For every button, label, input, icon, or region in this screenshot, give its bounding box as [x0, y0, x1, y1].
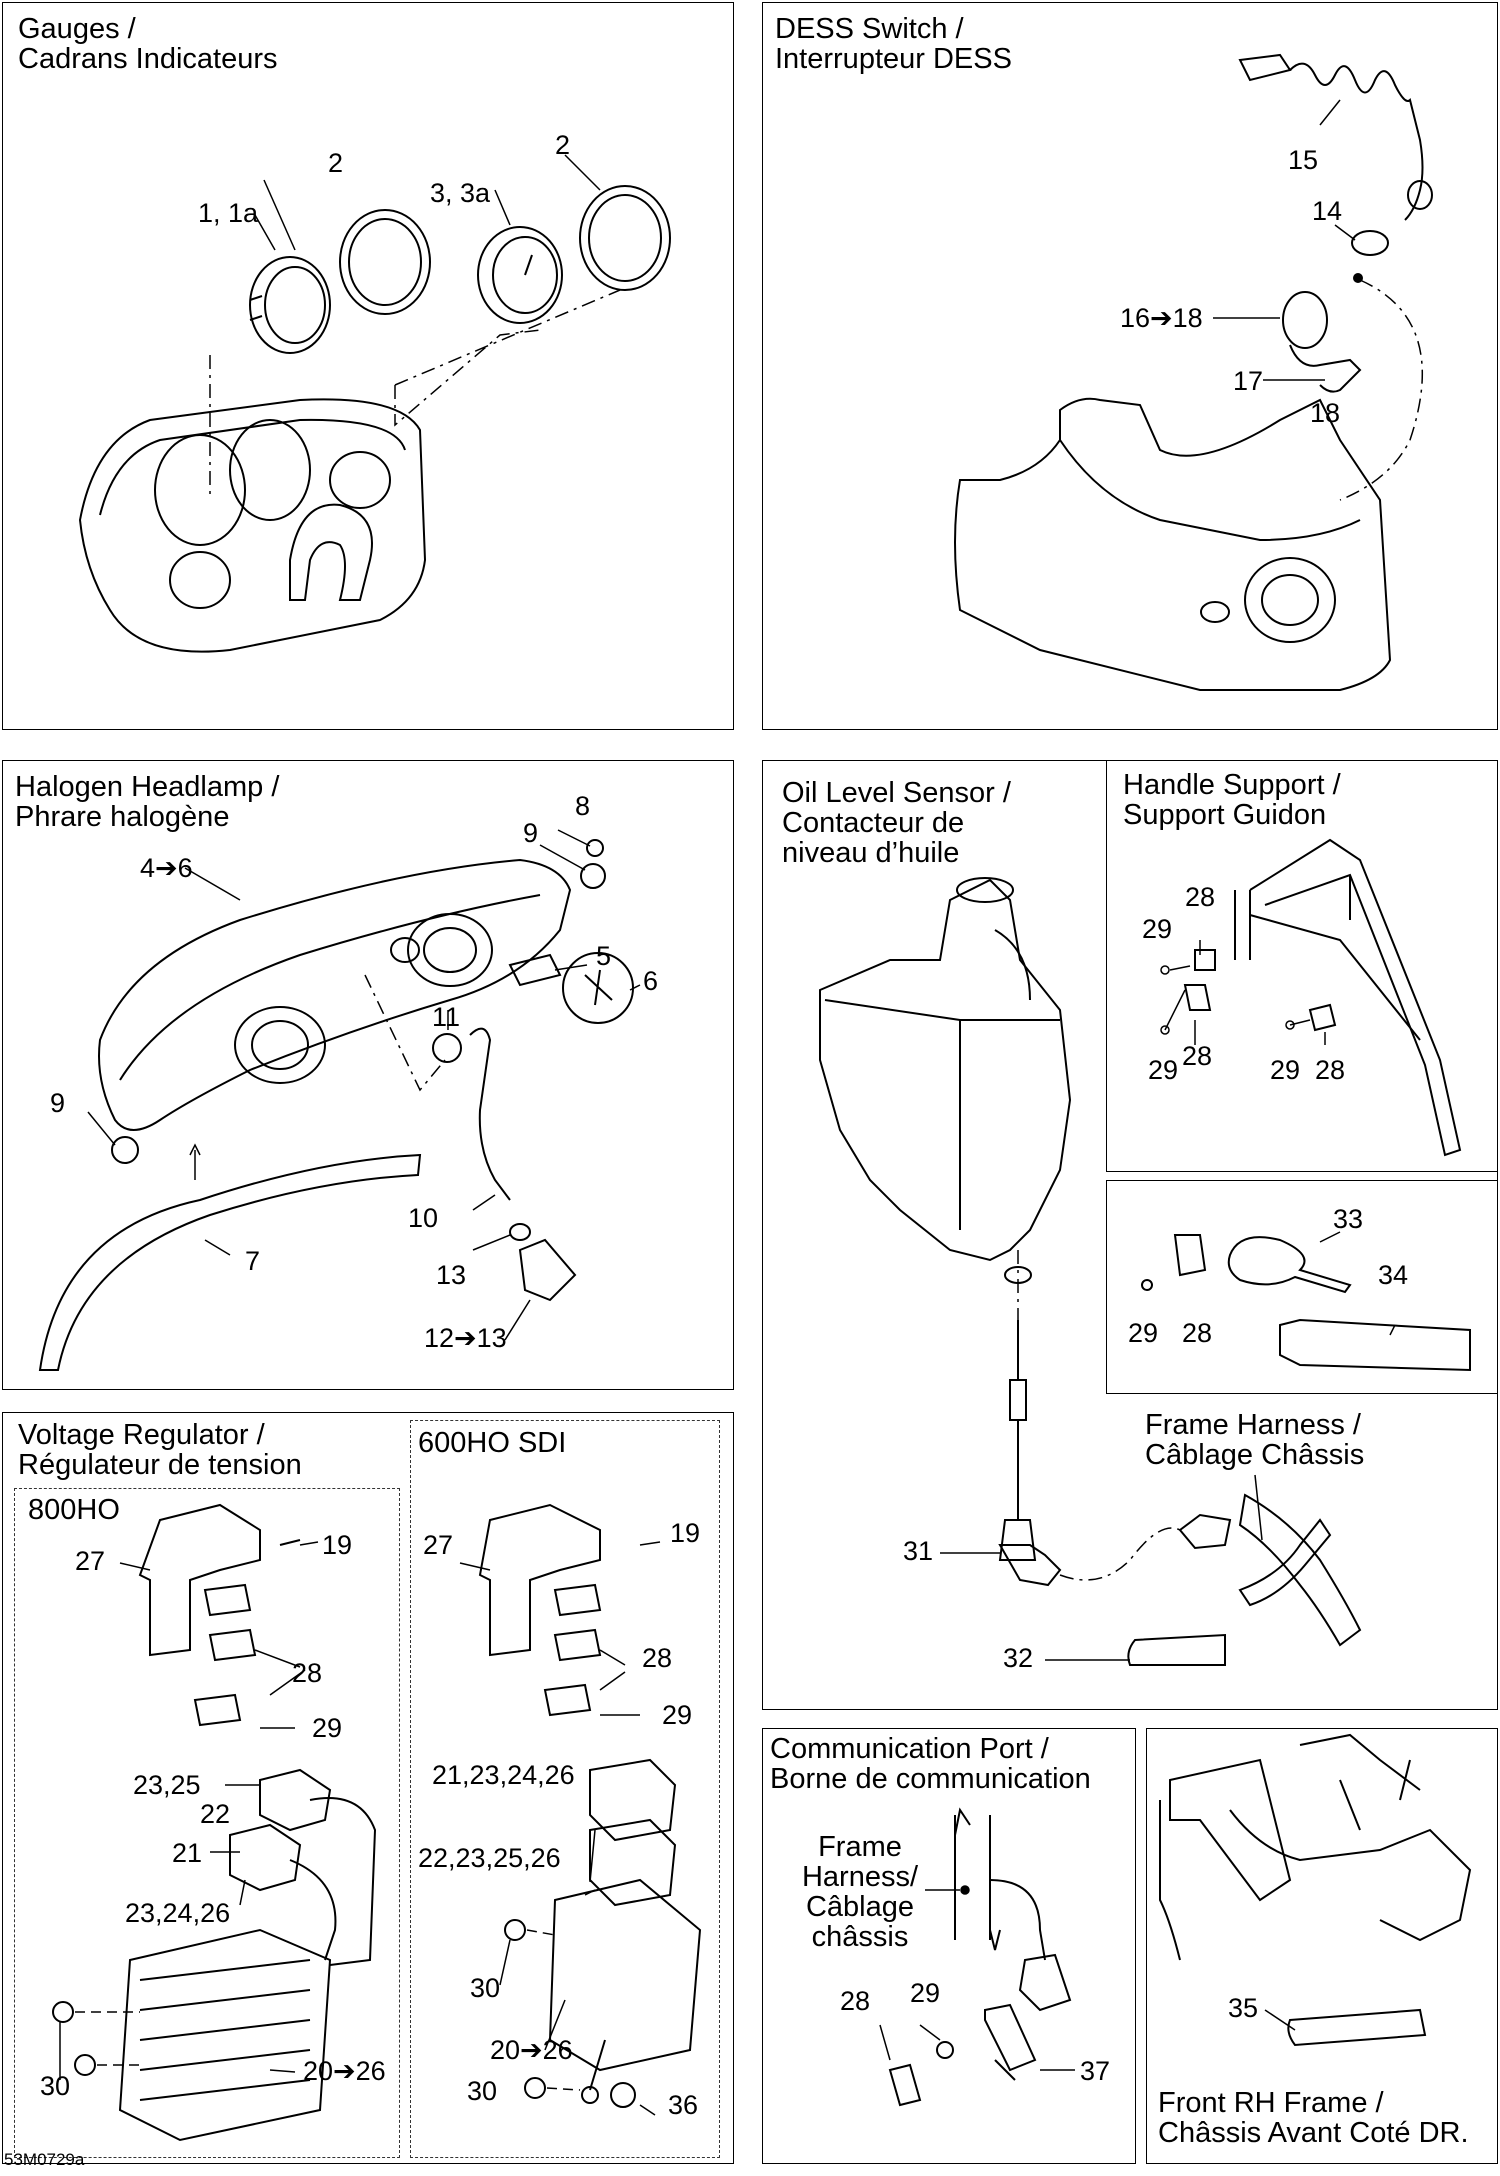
callout-29b: 29: [662, 1700, 693, 1730]
panel-dess: [762, 2, 1498, 730]
headlamp-title: Halogen Headlamp /Phrare halogène: [15, 771, 280, 833]
callout-hs-29c: 29: [1270, 1055, 1301, 1085]
oil-sensor: [998, 1320, 1062, 1587]
callout-13: 13: [436, 1260, 467, 1290]
callout-17: 17: [1233, 366, 1264, 396]
callout-23-24-26: 23,24,26: [125, 1898, 231, 1928]
bezel-2a: [339, 209, 431, 315]
callout-27b: 27: [423, 1530, 454, 1560]
callout-14: 14: [1312, 196, 1343, 226]
callout-35: 35: [1228, 1993, 1259, 2023]
callout-22: 22: [200, 1799, 231, 1829]
callout-hs-28a: 28: [1185, 882, 1216, 912]
variant-600ho: 600HO SDI: [418, 1427, 567, 1459]
callout-21: 21: [172, 1838, 203, 1868]
panel-communication: [762, 1728, 1136, 2164]
callout-23-25: 23,25: [133, 1770, 201, 1800]
callout-22-23-25-26: 22,23,25,26: [418, 1843, 561, 1873]
callout-20-26a: 20➔26: [303, 2056, 386, 2086]
callout-hs-29a: 29: [1142, 914, 1173, 944]
callout-comm-29: 29: [910, 1978, 941, 2008]
callout-34: 34: [1378, 1260, 1409, 1290]
callout-15: 15: [1288, 145, 1319, 175]
callout-37: 37: [1080, 2056, 1111, 2086]
panel-front-frame: [1146, 1728, 1498, 2164]
kit-parts: [1141, 1234, 1471, 1372]
callout-27a: 27: [75, 1546, 106, 1576]
callout-7: 7: [245, 1246, 261, 1276]
bezel-2b: [579, 185, 671, 291]
callout-21-23-24-26: 21,23,24,26: [432, 1760, 575, 1790]
callout-10: 10: [408, 1203, 439, 1233]
callout-comm-28: 28: [840, 1986, 871, 2016]
front-frame-title: Front RH Frame /Châssis Avant Coté DR.: [1158, 2087, 1469, 2149]
callout-kit-28: 28: [1182, 1318, 1213, 1348]
callout-9a: 9: [523, 818, 539, 848]
frame-harness: [1127, 1493, 1362, 1666]
comm-title: Communication Port /Borne de communicati…: [770, 1733, 1091, 1795]
headlamp-seal: [38, 1153, 422, 1371]
callout-20-26b: 20➔26: [490, 2035, 573, 2065]
callout-31: 31: [903, 1536, 934, 1566]
callout-30b: 30: [470, 1973, 501, 2003]
callout-hs-29b: 29: [1148, 1055, 1179, 1085]
callout-33: 33: [1333, 1204, 1364, 1234]
callout-2b: 2: [555, 130, 571, 160]
callout-9b: 9: [50, 1088, 66, 1118]
subpanel-800ho: [14, 1488, 400, 2158]
callout-28a: 28: [292, 1658, 323, 1688]
callout-5: 5: [596, 941, 612, 971]
handle-support: [1183, 838, 1462, 1157]
figure-code: 53M0729a: [4, 2150, 85, 2169]
voltage-title: Voltage Regulator /Régulateur de tension: [18, 1419, 302, 1481]
callout-8: 8: [575, 791, 591, 821]
regulator-600-bracket: [478, 1503, 602, 1717]
regulator-800-connectors: [229, 1768, 377, 1966]
callout-3-3a: 3, 3a: [430, 178, 491, 208]
panel-kit: [1106, 1180, 1498, 1394]
callout-1-1a: 1, 1a: [198, 198, 259, 228]
dess-lanyard: [1238, 53, 1433, 221]
dess-console: [954, 397, 1392, 691]
gauge-3: [477, 226, 563, 324]
callout-kit-29: 29: [1128, 1318, 1159, 1348]
callout-16-18: 16➔18: [1120, 303, 1203, 333]
callout-30c: 30: [467, 2076, 498, 2106]
front-rh-frame: [1159, 1733, 1472, 2047]
callout-2a: 2: [328, 148, 344, 178]
callout-11: 11: [432, 1002, 461, 1032]
callout-12-13: 12➔13: [424, 1323, 507, 1353]
handle-title: Handle Support /Support Guidon: [1123, 769, 1341, 831]
gauge-1: [249, 256, 331, 354]
callout-6: 6: [643, 966, 659, 996]
callout-28b: 28: [642, 1643, 673, 1673]
subpanel-600ho: [410, 1420, 720, 2158]
dess-switch: [1282, 230, 1389, 393]
callout-hs-28b: 28: [1182, 1041, 1213, 1071]
dess-title: DESS Switch /Interrupteur DESS: [775, 13, 1012, 75]
headlamp-housing: [98, 858, 572, 1131]
gauge-console: [78, 398, 427, 653]
callout-18: 18: [1310, 398, 1341, 428]
callout-32: 32: [1003, 1643, 1034, 1673]
callout-hs-28c: 28: [1315, 1055, 1346, 1085]
oil-tank: [819, 877, 1072, 1284]
communication-port: [888, 1807, 1072, 2107]
frame-harness-title: Frame Harness /Câblage Châssis: [1145, 1409, 1365, 1471]
panel-gauges: [2, 2, 734, 730]
regulator-800-bracket: [138, 1503, 301, 1727]
callout-36: 36: [668, 2090, 699, 2120]
callout-19a: 19: [322, 1530, 353, 1560]
variant-800ho: 800HO: [28, 1494, 120, 1526]
callout-19b: 19: [670, 1518, 701, 1548]
regulator-800-body: [52, 1928, 332, 2142]
callout-4-6: 4➔6: [140, 853, 193, 883]
callout-30a: 30: [40, 2071, 71, 2101]
headlamp-parts: [111, 839, 634, 1302]
gauges-title: Gauges /Cadrans Indicateurs: [18, 13, 278, 75]
callout-29a: 29: [312, 1713, 343, 1743]
